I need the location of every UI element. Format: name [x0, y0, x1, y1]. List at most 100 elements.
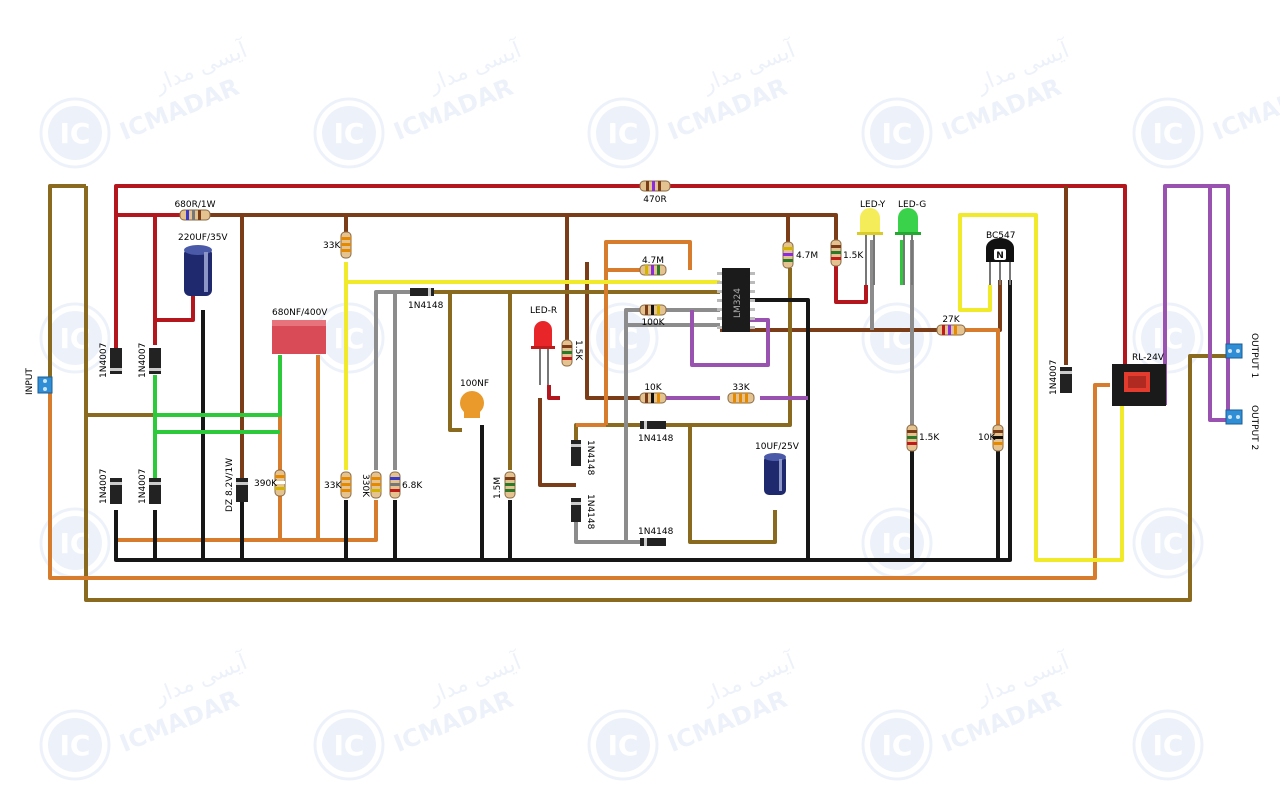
resistor-33k-mid: 33K [727, 383, 755, 404]
label-1n4148-v1: 1N4148 [585, 440, 595, 476]
diode-1n4007-b: 1N4007 [138, 343, 161, 378]
diode-1n4148-v1: 1N4148 [571, 440, 595, 476]
diode-1n4007-d: 1N4007 [138, 469, 161, 504]
label-470r: 470R [643, 195, 666, 205]
led-yellow: LED-Y [857, 200, 886, 285]
label-100k: 100K [641, 318, 665, 328]
wire-red-ledy [834, 265, 868, 304]
transistor-mark: N [996, 251, 1004, 261]
resistor-33k-low: 33K [324, 471, 352, 499]
svg-text:IC: IC [60, 729, 91, 762]
label-47m-b: 4.7M [796, 251, 818, 261]
svg-text:IC: IC [882, 527, 913, 560]
svg-text:IC: IC [608, 322, 639, 355]
watermark-4: IC ICMADAR آیسی مدار [861, 36, 1074, 169]
watermark-18: IC [1132, 709, 1204, 781]
output2-label: OUTPUT 2 [1249, 405, 1259, 450]
label-1n4007-a: 1N4007 [99, 343, 109, 378]
label-1n4007-c: 1N4007 [99, 469, 109, 504]
svg-text:IC: IC [1153, 322, 1184, 355]
wire-red-top [114, 184, 640, 353]
wire-olive-left [84, 186, 1228, 602]
zener-dz82: DZ 8.2V/1W [225, 458, 248, 512]
label-33k-low: 33K [324, 481, 342, 491]
wire-olive-left-loop [48, 184, 86, 380]
svg-text:IC: IC [334, 117, 365, 150]
resistor-680r: 680R/1W [174, 200, 216, 221]
wire-black-ground [114, 280, 1012, 562]
wire-orange-bottom [48, 383, 1110, 580]
resistor-15k-ledy: 1.5K [830, 239, 864, 267]
svg-text:IC: IC [334, 322, 365, 355]
resistor-27k: 27K [936, 315, 966, 336]
label-10k-mid: 10K [644, 383, 662, 393]
label-330k: 330K [360, 474, 370, 498]
resistor-470r: 470R [639, 180, 671, 205]
svg-text:IC: IC [1153, 527, 1184, 560]
wire-yellow-right [958, 213, 1124, 562]
label-ic: LM324 [733, 288, 743, 318]
watermark-2: IC ICMADAR آیسی مدار [313, 36, 526, 169]
watermark-1: IC ICMADAR آیسی مدار [39, 36, 252, 169]
svg-text:IC: IC [608, 729, 639, 762]
input-terminal: INPUT [25, 368, 53, 395]
wires [48, 184, 1230, 602]
wire-red-cap [155, 295, 195, 322]
label-1n4007-b: 1N4007 [138, 343, 148, 378]
resistor-15k-ledg: 1.5K [906, 424, 940, 452]
label-led-y: LED-Y [860, 200, 886, 210]
diode-1n4007-c: 1N4007 [99, 469, 122, 504]
svg-text:IC: IC [882, 322, 913, 355]
resistor-390k: 390K [254, 469, 286, 497]
label-1n4148-mid1: 1N4148 [638, 434, 674, 444]
wire-purple-ic [690, 310, 770, 367]
label-led-g: LED-G [898, 200, 926, 210]
wire-red-ledr [547, 385, 560, 400]
watermark-16: IC ICMADAR آیسی مدار [587, 648, 800, 781]
label-relay: RL-24V [1132, 353, 1165, 363]
label-680r: 680R/1W [174, 200, 215, 210]
wire-olive-100nf [448, 292, 462, 432]
wire-orange-27k [965, 328, 1000, 425]
label-1n4148-top: 1N4148 [408, 301, 444, 311]
resistor-15k-ledr: 1.5K [561, 339, 583, 367]
label-100nf: 100NF [460, 379, 489, 389]
wire-olive-c10 [688, 425, 777, 544]
wire-gray-100k [624, 308, 640, 542]
transistor-bc547: N BC547 [986, 231, 1015, 285]
watermark-17: IC ICMADAR آیسی مدار [861, 648, 1074, 781]
label-33k-mid: 33K [732, 383, 750, 393]
relay-rl24v: RL-24V [1112, 353, 1166, 406]
svg-text:IC: IC [1153, 117, 1184, 150]
diode-1n4148-top: 1N4148 [408, 288, 444, 311]
watermark-13: IC [1132, 507, 1204, 579]
label-680nf: 680NF/400V [272, 308, 328, 318]
wire-brown-ic-link [585, 262, 640, 400]
diode-1n4148-mid2: 1N4148 [638, 527, 674, 546]
label-10uf: 10UF/25V [755, 442, 800, 452]
resistor-100k: 100K [639, 304, 667, 328]
resistor-330k: 330K [360, 471, 382, 499]
resistor-68k: 6.8K [389, 471, 423, 499]
label-47m: 4.7M [642, 256, 664, 266]
label-33k-top: 33K [323, 241, 341, 251]
watermark-12: IC [861, 507, 933, 579]
label-10k-q: 10K [978, 433, 996, 443]
label-1n4007-e: 1N4007 [1049, 360, 1059, 395]
wire-brown-diode-chain [538, 398, 576, 487]
wire-yellow-q [958, 250, 992, 312]
watermark-14: IC ICMADAR آیسی مدار [39, 648, 252, 781]
diode-1n4148-mid1: 1N4148 [638, 421, 674, 444]
label-dz: DZ 8.2V/1W [225, 458, 235, 512]
svg-text:IC: IC [882, 729, 913, 762]
wire-purple-outputs [1163, 184, 1230, 420]
output-terminal-2: OUTPUT 2 [1225, 405, 1259, 450]
wire-olive-1n4148-low [574, 423, 640, 440]
watermark-5: IC ICMADAR [1132, 73, 1280, 169]
resistor-15m: 1.5M [493, 471, 516, 499]
ic-lm324: LM324 [717, 268, 755, 332]
wire-green-2 [155, 355, 282, 417]
led-red: LED-R [530, 306, 557, 385]
resistor-33k-top: 33K [323, 231, 352, 259]
